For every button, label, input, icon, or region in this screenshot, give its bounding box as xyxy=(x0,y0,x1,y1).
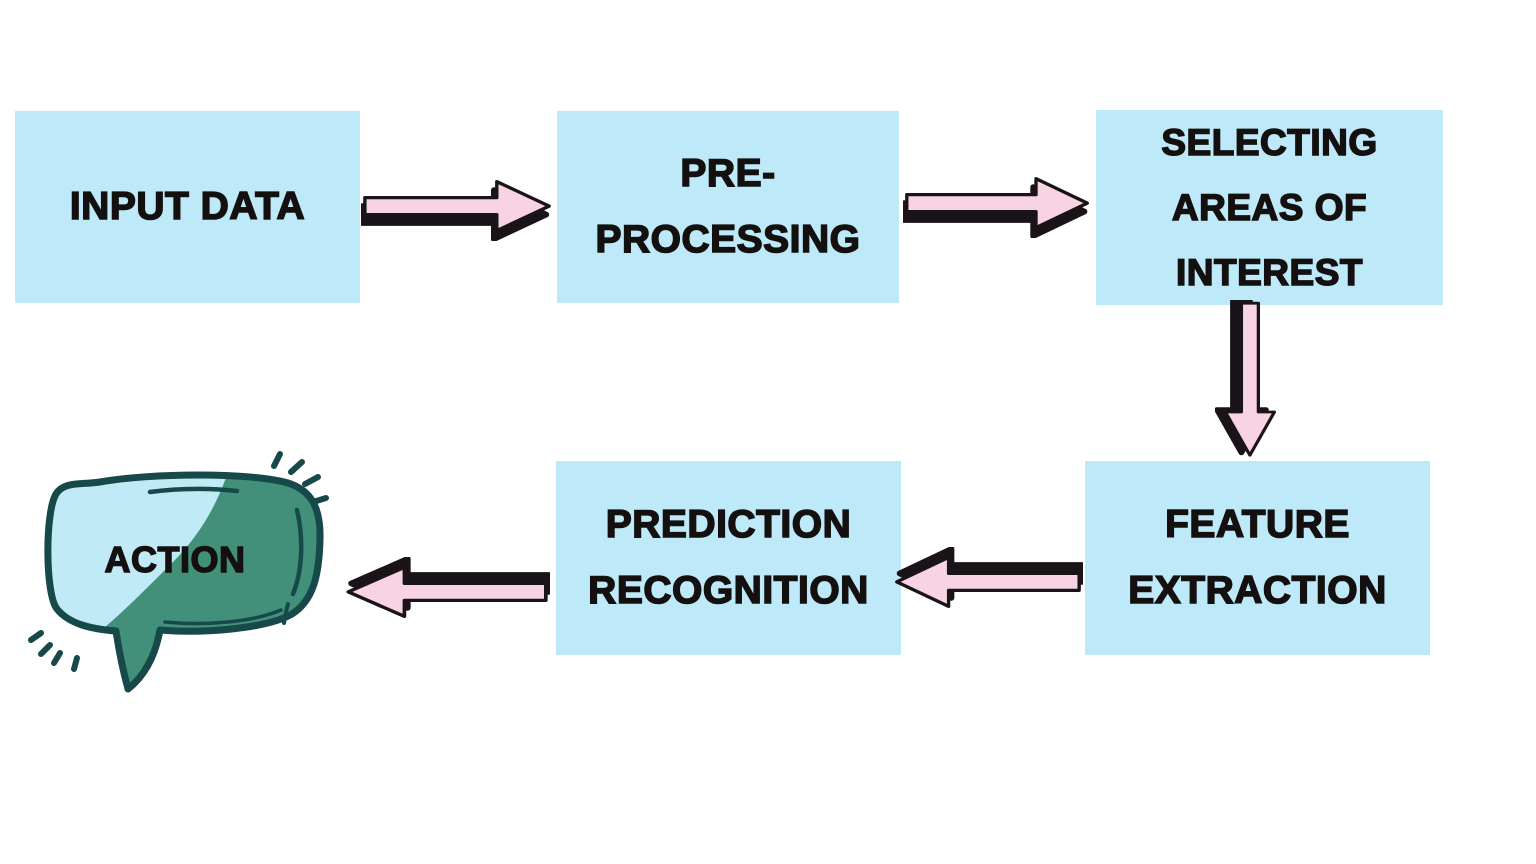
node-label: INPUT DATA xyxy=(69,184,306,229)
speech-bubble-icon xyxy=(28,451,329,693)
arrow-input-to-preprocessing xyxy=(361,175,555,241)
left-arrow-icon xyxy=(342,557,550,623)
node-label: INTEREST xyxy=(1175,251,1363,294)
arrow-prediction-to-action xyxy=(342,557,550,623)
emphasis-dashes-top-right xyxy=(271,451,329,505)
node-feature-extraction: FEATURE EXTRACTION xyxy=(1085,461,1430,655)
arrow-feature-to-prediction xyxy=(891,547,1083,613)
emphasis-dashes-bottom-left xyxy=(28,630,80,672)
node-prediction-recognition: PREDICTION RECOGNITION xyxy=(556,461,901,655)
node-label: AREAS OF xyxy=(1171,186,1368,229)
node-pre-processing: PRE- PROCESSING xyxy=(557,111,899,303)
node-label: SELECTING xyxy=(1161,121,1378,164)
node-action: ACTION xyxy=(104,538,246,580)
node-label: PRE- xyxy=(680,151,776,196)
bubble-outline xyxy=(44,471,324,693)
node-selecting-areas-of-interest: SELECTING AREAS OF INTEREST xyxy=(1096,110,1443,305)
arrow-selecting-to-feature xyxy=(1215,300,1281,460)
bubble-inner-sketch-lines xyxy=(147,486,304,626)
node-label: PROCESSING xyxy=(595,217,861,262)
left-arrow-icon xyxy=(891,547,1083,613)
down-arrow-icon xyxy=(1215,300,1281,460)
node-label: RECOGNITION xyxy=(587,568,869,613)
right-arrow-icon xyxy=(361,175,555,241)
right-arrow-icon xyxy=(903,172,1093,238)
node-label: PREDICTION xyxy=(605,502,852,547)
node-label: FEATURE xyxy=(1164,502,1350,547)
node-input-data: INPUT DATA xyxy=(15,111,360,303)
speech-bubble-action xyxy=(25,448,355,708)
node-label: EXTRACTION xyxy=(1128,568,1387,613)
arrow-preprocessing-to-selecting xyxy=(903,172,1093,238)
